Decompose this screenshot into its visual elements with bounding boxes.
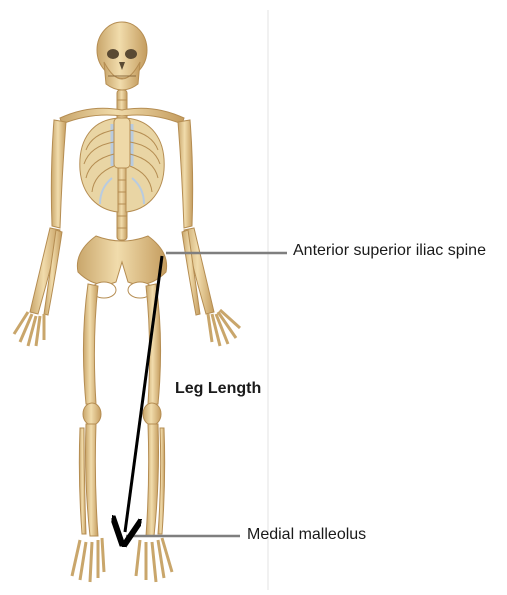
medial-malleolus-label: Medial malleolus bbox=[247, 526, 366, 544]
leg-length-label: Leg Length bbox=[175, 380, 261, 398]
right-arm bbox=[14, 120, 66, 346]
skull bbox=[97, 22, 147, 90]
asis-label: Anterior superior iliac spine bbox=[293, 242, 486, 260]
left-arm bbox=[178, 120, 240, 346]
skeleton bbox=[14, 22, 240, 582]
right-leg bbox=[72, 284, 104, 582]
left-leg bbox=[136, 284, 172, 582]
